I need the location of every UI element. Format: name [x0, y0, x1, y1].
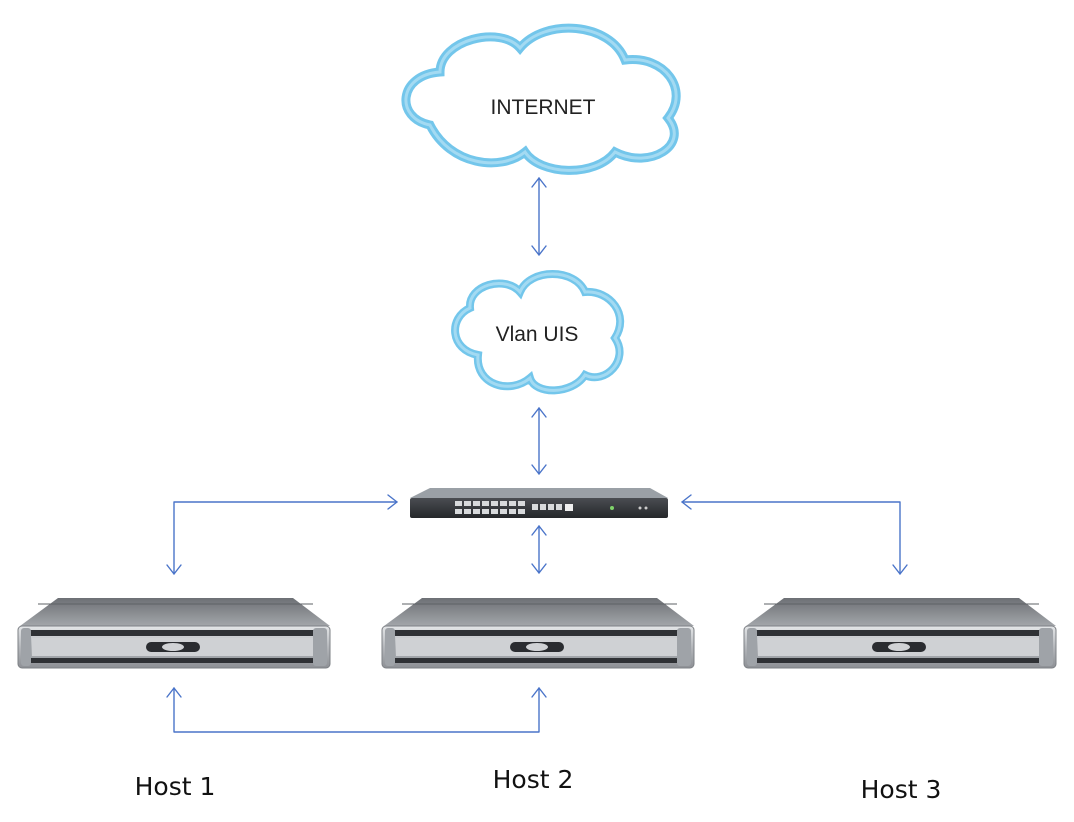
server-host-2 — [381, 598, 695, 669]
server-host-3 — [743, 598, 1057, 669]
uplink-port — [565, 504, 573, 511]
network-switch — [410, 488, 668, 518]
link-switch-host1 — [166, 494, 398, 575]
link-switch-host3 — [681, 494, 908, 575]
vlan-cloud: Vlan UIS — [451, 270, 625, 395]
link-host1-host2 — [166, 687, 547, 733]
internet-cloud: INTERNET — [401, 23, 681, 175]
internet-label: INTERNET — [491, 96, 596, 119]
link-vlan-switch — [531, 407, 547, 475]
host-2-label: Host 2 — [493, 765, 574, 794]
link-switch-host2 — [531, 525, 547, 574]
link-internet-vlan — [531, 177, 547, 256]
host-3-label: Host 3 — [861, 775, 942, 804]
vlan-label: Vlan UIS — [496, 323, 579, 346]
switch-ports — [455, 501, 562, 514]
server-host-1 — [17, 598, 331, 669]
host-1-label: Host 1 — [135, 772, 216, 801]
